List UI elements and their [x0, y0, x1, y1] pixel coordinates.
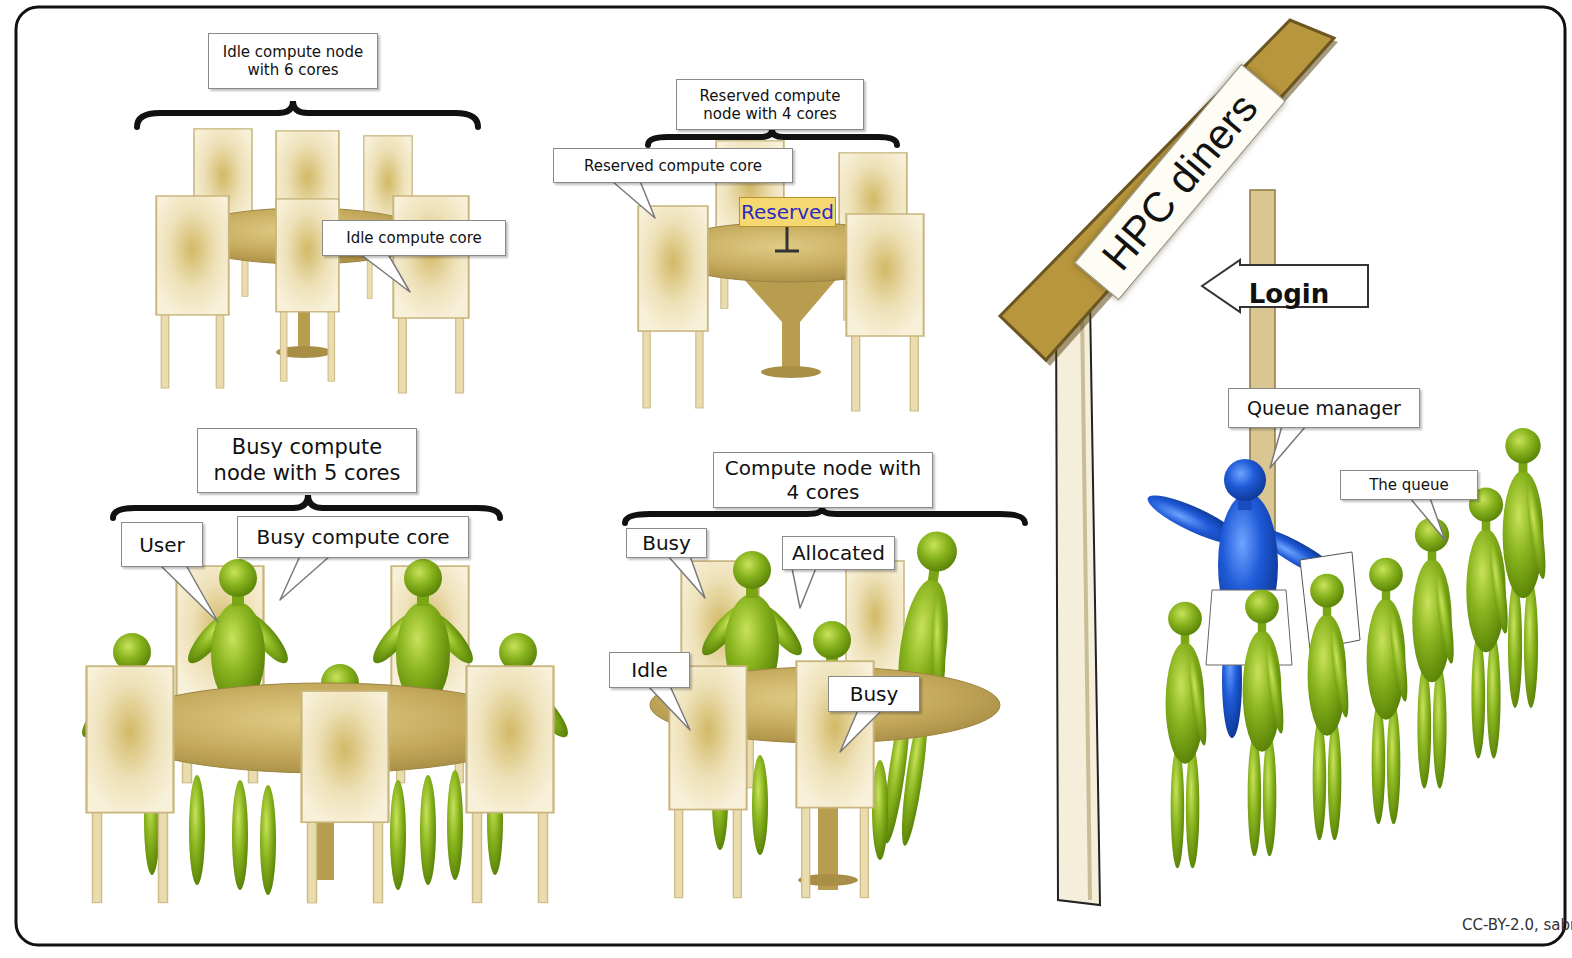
- queued-user: [1367, 558, 1411, 825]
- pole-shading: [1082, 310, 1090, 900]
- queued-user: [1466, 488, 1511, 759]
- callout-tail: [1270, 426, 1306, 468]
- queued-user: [1412, 518, 1457, 789]
- node-text: HPC diners: [1092, 84, 1269, 281]
- bracket-label: Reserved compute node with 4 cores: [676, 79, 864, 130]
- user-leg: [260, 785, 276, 895]
- callout-tail: [360, 254, 410, 292]
- callout-box: Busy compute core: [237, 516, 469, 558]
- callout-tail: [648, 686, 690, 730]
- node-text: User: [139, 533, 185, 557]
- callout-tail: [280, 556, 330, 600]
- node-text: Queue manager: [1247, 397, 1401, 420]
- curly-bracket: [625, 508, 1025, 523]
- queued-user: [1503, 428, 1550, 708]
- callout-tail: [160, 565, 218, 622]
- chair: [87, 666, 174, 902]
- bracket-label: Busy compute node with 5 cores: [197, 428, 417, 493]
- callout-box: Queue manager: [1228, 388, 1420, 428]
- frame: [16, 7, 1565, 945]
- reserved-sign: Reserved: [739, 197, 836, 227]
- node-text: Idle: [631, 658, 667, 682]
- sign-pole: [1056, 300, 1100, 905]
- node-text: Idle compute node with 6 cores: [215, 43, 371, 79]
- callout-box: Busy: [828, 676, 920, 712]
- node-text: Busy: [850, 682, 899, 706]
- callout-tail: [668, 556, 705, 598]
- user-leg: [232, 780, 248, 890]
- chair: [669, 666, 746, 897]
- node-text: Allocated: [792, 541, 885, 565]
- callout-box: The queue: [1340, 470, 1478, 500]
- node-text: The queue: [1369, 476, 1449, 494]
- chair: [467, 666, 554, 902]
- manager-head: [1224, 459, 1266, 501]
- seated-user: [367, 559, 479, 706]
- chair: [156, 196, 229, 388]
- user-leg: [752, 755, 768, 855]
- curly-brackets: [113, 101, 1025, 523]
- sign-stand: [786, 226, 789, 250]
- curly-bracket: [113, 495, 500, 518]
- chair: [846, 214, 923, 411]
- queued-user: [1166, 602, 1210, 869]
- node-text: Busy: [642, 531, 691, 555]
- user-leg: [447, 770, 463, 880]
- callout-tails: [160, 181, 1445, 752]
- table-pedestal: [740, 275, 840, 370]
- user-leg: [390, 780, 406, 890]
- node-text: Reserved compute node with 4 cores: [683, 87, 857, 123]
- callout-tail: [1410, 498, 1445, 540]
- bracket-label: Compute node with 4 cores: [713, 452, 933, 508]
- callout-tail: [612, 181, 655, 218]
- node-text: Reserved: [741, 200, 834, 224]
- queued-user: [1243, 590, 1287, 857]
- busy-table-5: [76, 559, 574, 903]
- node-text: Login: [1249, 279, 1329, 310]
- sign-plank: [1000, 20, 1334, 360]
- node-text: Compute node with 4 cores: [720, 456, 926, 504]
- table-base: [761, 366, 821, 378]
- bracket-label: Idle compute node with 6 cores: [208, 33, 378, 89]
- callout-tail: [792, 568, 816, 608]
- callout-box: Idle compute core: [322, 220, 506, 256]
- chair: [638, 206, 708, 408]
- node-text: Reserved compute core: [584, 157, 762, 175]
- callout-box: Idle: [609, 652, 690, 688]
- sign-stand: [775, 250, 799, 253]
- credit-text: CC-BY-2.0, sabryr: [1462, 916, 1572, 934]
- curly-bracket: [137, 101, 478, 127]
- arrow-shape: [1202, 260, 1368, 312]
- node-text: Idle compute core: [346, 229, 482, 247]
- login-arrow: Login: [1200, 258, 1340, 332]
- node-text: Busy compute node with 5 cores: [204, 435, 410, 485]
- mixed-table-4: [650, 528, 1000, 897]
- idle-table-6: [156, 129, 468, 393]
- node-text: Busy compute core: [257, 525, 450, 549]
- callout-box: Reserved compute core: [553, 148, 793, 183]
- queued-user: [1308, 574, 1352, 841]
- callout-box: Allocated: [782, 536, 895, 570]
- signpost: [1000, 20, 1338, 905]
- callout-box: User: [121, 522, 203, 567]
- user-leg: [189, 775, 205, 885]
- queue-people: [1166, 428, 1550, 868]
- callout-tail: [840, 710, 882, 752]
- chair: [302, 691, 389, 903]
- callout-box: Busy: [626, 528, 707, 558]
- user-leg: [420, 775, 436, 885]
